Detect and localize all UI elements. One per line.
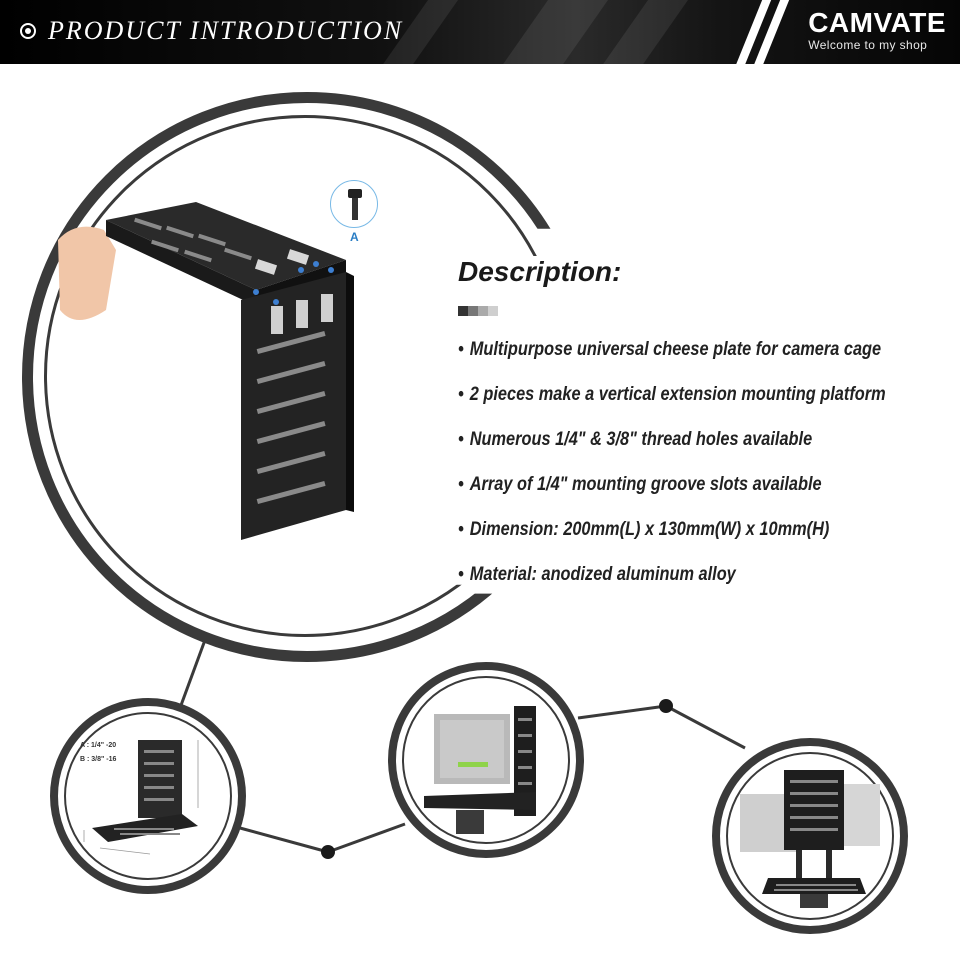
description-divider bbox=[458, 306, 498, 316]
connector-dot bbox=[659, 699, 673, 713]
connector-dot bbox=[321, 845, 335, 859]
divider-segment bbox=[478, 306, 488, 316]
divider-segment bbox=[488, 306, 498, 316]
cheese-plate-image bbox=[58, 202, 354, 540]
banner-title-group: PRODUCT INTRODUCTION bbox=[20, 16, 403, 46]
camera-mount-image bbox=[424, 706, 536, 834]
target-icon bbox=[20, 23, 36, 39]
divider-segment bbox=[458, 306, 468, 316]
list-item: •Dimension: 200mm(L) x 130mm(W) x 10mm(H… bbox=[458, 519, 830, 540]
description-list: •Multipurpose universal cheese plate for… bbox=[458, 336, 955, 606]
brand-logo[interactable]: CAMVATE Welcome to my shop bbox=[808, 7, 946, 53]
screw-icon bbox=[348, 189, 362, 220]
page-title: PRODUCT INTRODUCTION bbox=[48, 16, 404, 45]
spec-label-b: B : 3/8" -16 bbox=[80, 756, 117, 763]
hand-image bbox=[58, 226, 116, 320]
screw-callout-label: A bbox=[350, 230, 359, 244]
list-item: •2 pieces make a vertical extension moun… bbox=[458, 384, 886, 405]
divider-segment bbox=[468, 306, 478, 316]
list-item: •Multipurpose universal cheese plate for… bbox=[458, 339, 882, 360]
vertical-platform-image bbox=[740, 770, 880, 908]
header-banner: PRODUCT INTRODUCTION CAMVATE Welcome to … bbox=[0, 0, 960, 64]
brand-name: CAMVATE bbox=[808, 7, 946, 38]
brand-tagline: Welcome to my shop bbox=[808, 38, 928, 52]
screw-callout bbox=[330, 180, 378, 228]
spec-label-a: A : 1/4" -20 bbox=[80, 742, 117, 749]
list-item: •Material: anodized aluminum alloy bbox=[458, 564, 736, 585]
dimension-plate-image bbox=[83, 740, 199, 855]
list-item: •Numerous 1/4" & 3/8" thread holes avail… bbox=[458, 429, 813, 450]
list-item: •Array of 1/4" mounting groove slots ava… bbox=[458, 474, 822, 495]
description-heading: Description: bbox=[458, 256, 622, 287]
